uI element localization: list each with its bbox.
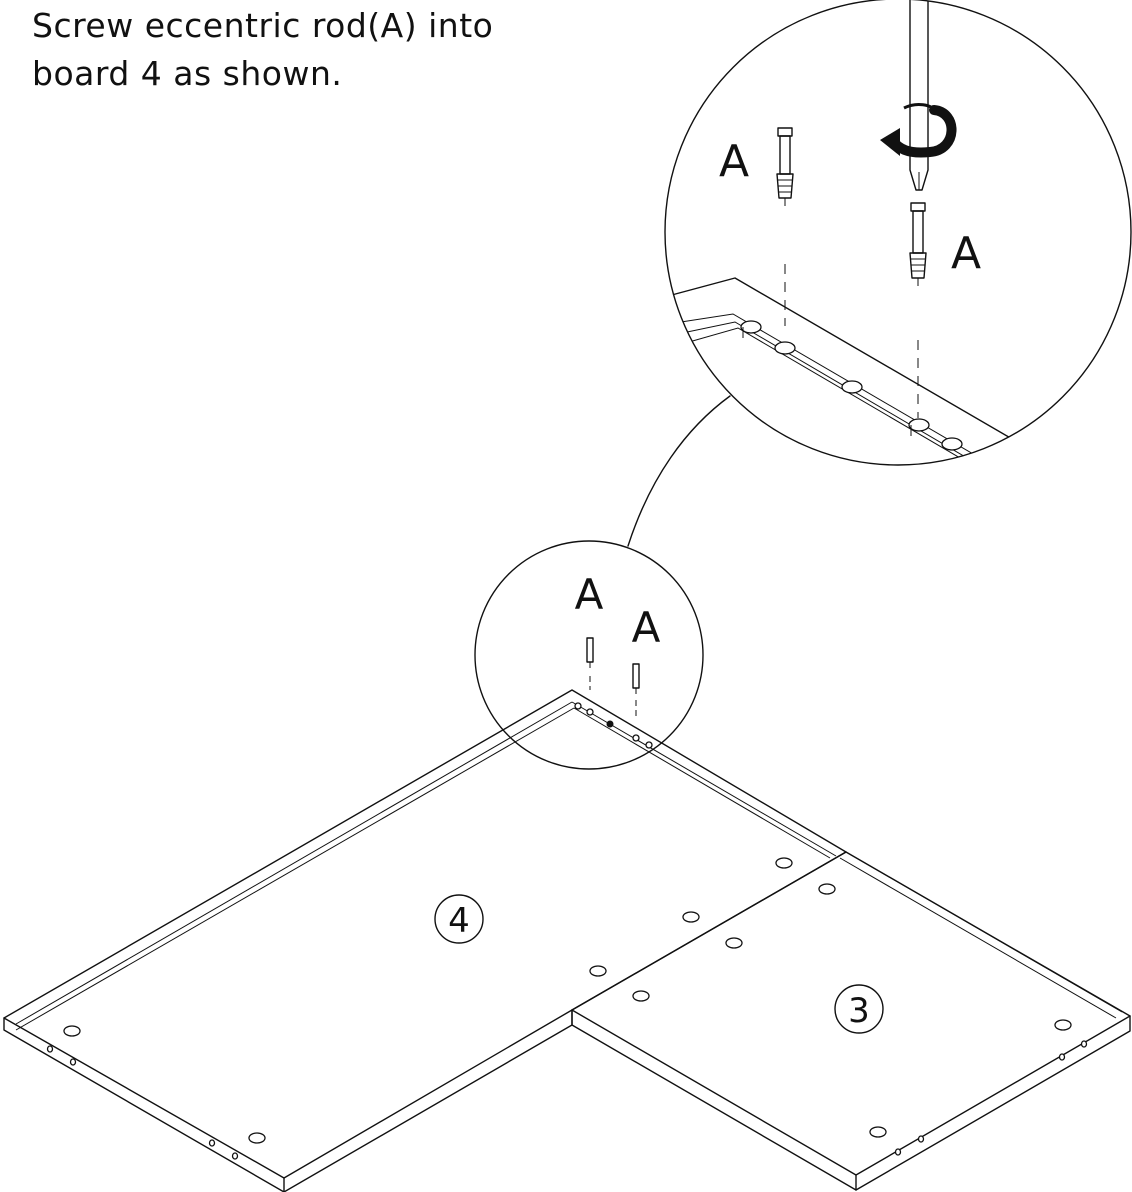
screwdriver: [909, 0, 929, 191]
board-3: [571, 851, 1131, 1191]
part-a-label-small-2: A: [632, 603, 661, 652]
rotation-arrow-icon: [880, 103, 957, 158]
eccentric-rod-small-1: [586, 637, 594, 690]
eccentric-rod-large-2: [909, 202, 927, 418]
large-callout: A A: [664, 0, 1132, 466]
part-a-label-small-1: A: [575, 570, 604, 619]
board-3-label: 3: [834, 984, 884, 1034]
eccentric-rod-large-1: [776, 127, 794, 326]
instruction-text: Screw eccentric rod(A) into board 4 as s…: [32, 2, 493, 98]
board-3-number: 3: [848, 991, 870, 1031]
eccentric-rod-small-2: [632, 663, 640, 720]
instruction-line-2: board 4 as shown.: [32, 54, 343, 93]
part-a-label-large-2: A: [951, 228, 981, 279]
small-callout: A A: [474, 540, 704, 770]
instruction-line-1: Screw eccentric rod(A) into: [32, 6, 494, 45]
board-4-number: 4: [448, 901, 470, 941]
board-4: [3, 689, 847, 1192]
board-4-label: 4: [434, 894, 484, 944]
callout-connector: [627, 395, 731, 547]
part-a-label-large-1: A: [719, 136, 749, 187]
